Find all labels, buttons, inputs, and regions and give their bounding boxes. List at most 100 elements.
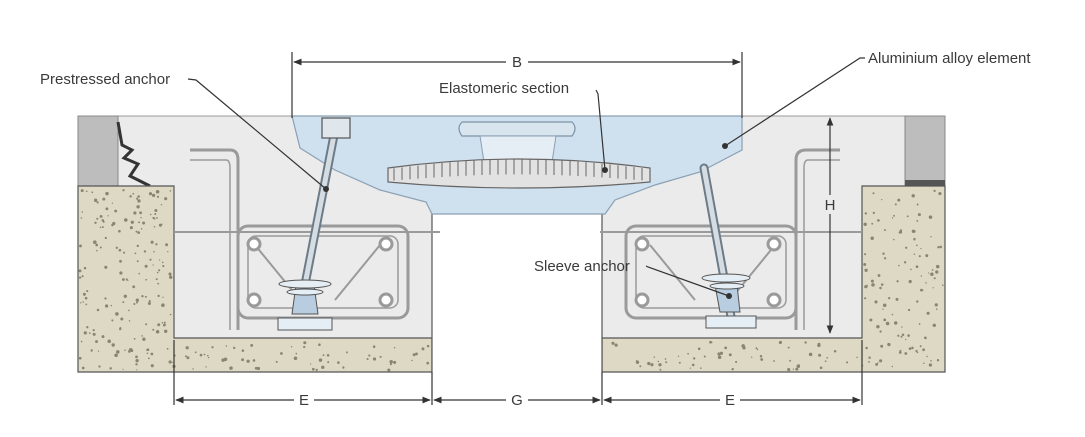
concrete-speckle bbox=[897, 334, 900, 337]
concrete-speckle bbox=[92, 332, 96, 336]
concrete-speckle bbox=[925, 254, 929, 258]
concrete-speckle bbox=[327, 361, 330, 364]
concrete-speckle bbox=[85, 303, 88, 306]
concrete-speckle bbox=[211, 346, 214, 349]
concrete-speckle bbox=[933, 277, 936, 280]
concrete-speckle bbox=[132, 192, 135, 195]
concrete-speckle bbox=[107, 215, 109, 217]
concrete-speckle bbox=[123, 294, 127, 298]
concrete-speckle bbox=[161, 303, 165, 307]
concrete-speckle bbox=[280, 352, 283, 355]
concrete-speckle bbox=[119, 259, 122, 263]
concrete-speckle bbox=[81, 211, 84, 213]
concrete-speckle bbox=[203, 353, 206, 356]
concrete-speckle bbox=[102, 197, 106, 201]
concrete-speckle bbox=[659, 368, 662, 371]
concrete-speckle bbox=[111, 343, 115, 347]
concrete-speckle bbox=[421, 347, 425, 351]
concrete-speckle bbox=[915, 265, 919, 269]
concrete-speckle bbox=[81, 275, 84, 278]
concrete-speckle bbox=[136, 197, 139, 200]
concrete-speckle bbox=[168, 272, 172, 276]
concrete-speckle bbox=[115, 312, 119, 316]
concrete-speckle bbox=[97, 350, 100, 352]
concrete-speckle bbox=[709, 340, 712, 344]
concrete-speckle bbox=[246, 359, 250, 363]
concrete-speckle bbox=[109, 367, 112, 370]
curb-left bbox=[77, 115, 119, 187]
concrete-speckle bbox=[318, 358, 323, 362]
concrete-speckle bbox=[922, 348, 925, 352]
concrete-speckle bbox=[804, 341, 807, 344]
concrete-speckle bbox=[136, 260, 139, 263]
label-aluminium-alloy-element: Aluminium alloy element bbox=[868, 50, 1031, 67]
concrete-speckle bbox=[156, 271, 159, 274]
concrete-speckle bbox=[795, 367, 799, 371]
concrete-speckle bbox=[882, 252, 885, 255]
concrete-speckle bbox=[82, 292, 86, 296]
concrete-speckle bbox=[755, 347, 758, 350]
concrete-speckle bbox=[168, 360, 172, 364]
concrete-speckle bbox=[846, 361, 849, 364]
concrete-speckle bbox=[157, 294, 160, 298]
concrete-speckle bbox=[412, 353, 416, 357]
concrete-speckle bbox=[923, 362, 925, 365]
concrete-speckle bbox=[148, 192, 153, 196]
concrete-speckle bbox=[877, 362, 879, 364]
concrete-speckle bbox=[144, 264, 148, 268]
concrete-speckle bbox=[389, 363, 392, 366]
concrete-speckle bbox=[114, 353, 118, 358]
concrete-speckle bbox=[153, 217, 156, 220]
concrete-speckle bbox=[199, 353, 203, 357]
concrete-speckle bbox=[171, 361, 173, 364]
concrete-speckle bbox=[895, 297, 899, 301]
concrete-speckle bbox=[930, 272, 934, 276]
concrete-speckle bbox=[898, 231, 901, 234]
concrete-speckle bbox=[321, 365, 325, 369]
concrete-speckle bbox=[677, 355, 680, 357]
concrete-speckle bbox=[639, 365, 642, 368]
concrete-speckle bbox=[874, 300, 878, 304]
concrete-speckle bbox=[293, 356, 298, 361]
concrete-speckle bbox=[657, 360, 660, 363]
concrete-speckle bbox=[163, 329, 168, 334]
concrete-speckle bbox=[155, 330, 160, 334]
concrete-speckle bbox=[896, 280, 899, 283]
label-sleeve-anchor: Sleeve anchor bbox=[534, 258, 630, 275]
concrete-speckle bbox=[158, 259, 161, 261]
concrete-speckle bbox=[124, 349, 126, 351]
concrete-speckle bbox=[132, 285, 136, 289]
concrete-speckle bbox=[310, 363, 312, 365]
concrete-speckle bbox=[241, 358, 245, 362]
concrete-speckle bbox=[876, 324, 880, 329]
concrete-speckle bbox=[165, 243, 169, 247]
concrete-speckle bbox=[899, 349, 902, 352]
concrete-speckle bbox=[415, 352, 418, 356]
joint-gap bbox=[432, 196, 602, 372]
concrete-speckle bbox=[147, 301, 151, 306]
concrete-speckle bbox=[808, 352, 813, 357]
concrete-speckle bbox=[887, 342, 891, 347]
concrete-speckle bbox=[110, 304, 113, 307]
concrete-speckle bbox=[104, 297, 107, 300]
concrete-speckle bbox=[833, 349, 837, 353]
concrete-speckle bbox=[731, 367, 734, 371]
concrete-speckle bbox=[148, 300, 151, 303]
concrete-speckle bbox=[905, 338, 907, 341]
concrete-speckle bbox=[78, 356, 82, 360]
concrete-speckle bbox=[123, 251, 126, 254]
concrete-speckle bbox=[154, 208, 158, 213]
concrete-speckle bbox=[880, 344, 884, 348]
concrete-speckle bbox=[119, 271, 123, 275]
concrete-speckle bbox=[883, 318, 887, 322]
concrete-speckle bbox=[872, 192, 875, 195]
concrete-speckle bbox=[95, 243, 99, 247]
concrete-speckle bbox=[164, 197, 168, 201]
concrete-speckle bbox=[735, 360, 738, 363]
concrete-speckle bbox=[134, 252, 137, 255]
concrete-speckle bbox=[932, 287, 934, 289]
concrete-speckle bbox=[877, 274, 881, 277]
concrete-speckle bbox=[192, 368, 194, 370]
concrete-speckle bbox=[882, 308, 884, 310]
concrete-speckle bbox=[223, 357, 228, 362]
